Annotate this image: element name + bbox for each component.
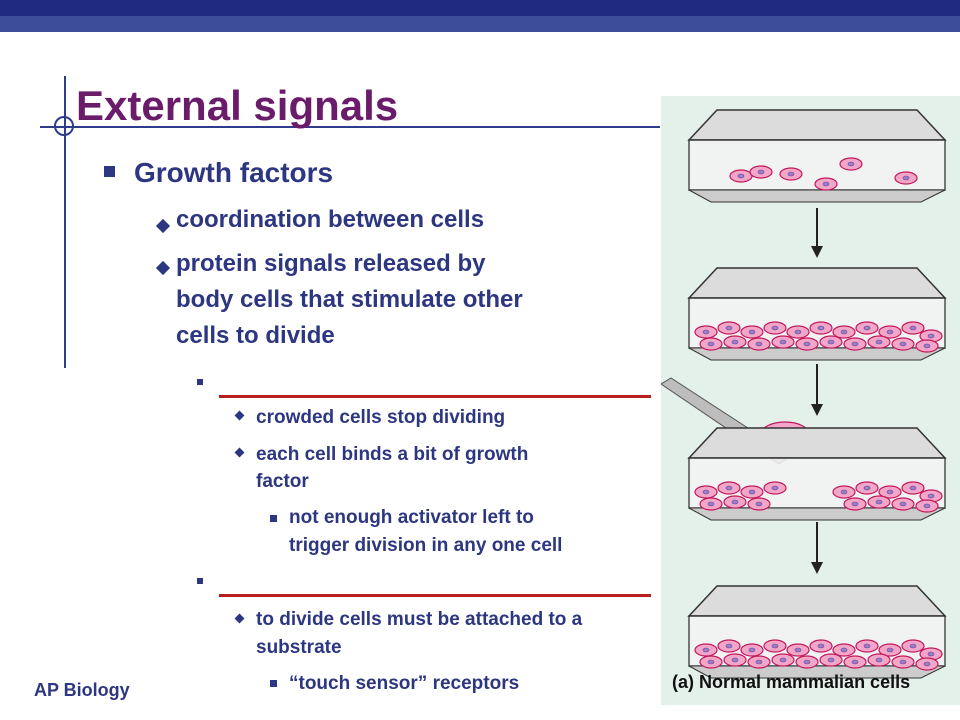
bullet-small-diamond-icon	[234, 410, 245, 421]
figure-caption: (a) Normal mammalian cells	[672, 672, 911, 692]
bullet-not-enough-line2: trigger division in any one cell	[289, 535, 563, 556]
arrow-down-icon	[811, 562, 823, 574]
bullet-small-square-icon	[270, 515, 277, 522]
bullet-protein-line3: cells to divide	[176, 322, 335, 349]
figure-panel	[660, 96, 960, 705]
bullet-growth-factors: Growth factors	[134, 157, 334, 188]
dish-sparse	[688, 109, 946, 203]
arrow-down-icon	[811, 404, 823, 416]
top-banner-lower	[0, 16, 960, 32]
dish-confluent	[688, 267, 946, 361]
bullet-attached-line1: to divide cells must be attached to a	[256, 609, 583, 630]
blank-line-1	[219, 395, 651, 398]
bullet-small-diamond-icon	[234, 613, 245, 624]
bullet-attached-line2: substrate	[256, 637, 342, 658]
bullet-protein-line2: body cells that stimulate other	[176, 286, 523, 313]
cell-culture-diagram	[660, 109, 946, 679]
arrow-down-icon	[811, 246, 823, 258]
bullet-touch-sensor: “touch sensor” receptors	[289, 673, 520, 694]
blank-line-2	[219, 594, 651, 597]
footer-label: AP Biology	[34, 680, 130, 700]
dish-refilled	[688, 585, 946, 679]
bullet-small-square-icon	[270, 680, 277, 687]
top-banner	[0, 0, 960, 16]
bullet-diamond-icon	[155, 260, 171, 276]
bullet-crowded: crowded cells stop dividing	[256, 407, 506, 428]
bullet-small-diamond-icon	[234, 447, 245, 458]
bullet-small-square-icon	[197, 578, 203, 584]
bullet-binds-line1: each cell binds a bit of growth	[256, 444, 529, 465]
bullet-coordination: coordination between cells	[176, 206, 485, 233]
bullet-square-icon	[104, 166, 115, 177]
bullet-protein-line1: protein signals released by	[176, 250, 486, 277]
bullet-diamond-icon	[155, 218, 171, 234]
bullet-not-enough-line1: not enough activator left to	[289, 507, 534, 528]
dish-scraped	[688, 427, 946, 521]
vertical-rule	[64, 76, 66, 368]
horizontal-rule	[40, 126, 660, 128]
bullet-binds-line2: factor	[256, 471, 309, 492]
crosshair-circle-icon	[54, 116, 74, 136]
bullet-small-square-icon	[197, 379, 203, 385]
slide-title: External signals	[76, 82, 399, 129]
